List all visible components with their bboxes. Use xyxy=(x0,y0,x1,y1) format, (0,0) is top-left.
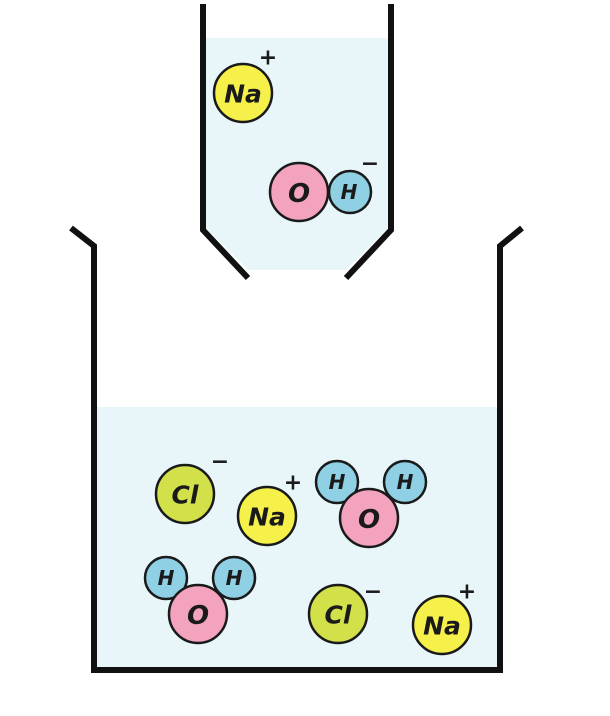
positive-charge: + xyxy=(458,580,476,605)
beaker: Cl − Na + H H O H H O xyxy=(69,225,524,673)
hydrogen-symbol-left: H xyxy=(158,566,175,590)
chlorine-atom xyxy=(154,463,216,525)
sodium-atom xyxy=(236,485,298,547)
beaker-wall xyxy=(69,225,524,673)
hydrogen-symbol-left: H xyxy=(329,470,346,494)
burette-hydroxide-ion: O H − xyxy=(268,152,379,223)
sodium-symbol: Na xyxy=(248,503,286,532)
chlorine-symbol: Cl xyxy=(172,481,199,510)
oxygen-symbol: O xyxy=(358,505,380,535)
beaker-sodium-ion-1: Na + xyxy=(236,471,302,547)
negative-charge: − xyxy=(364,580,382,605)
sodium-atom xyxy=(411,594,473,656)
hydrogen-atom-right xyxy=(211,555,257,601)
oxygen-symbol: O xyxy=(187,601,209,631)
sodium-atom xyxy=(212,62,274,124)
hydrogen-symbol: H xyxy=(341,180,358,204)
burette-wall-left xyxy=(200,4,251,281)
beaker-water-molecule-1: H H O xyxy=(314,459,428,549)
beaker-sodium-ion-2: Na + xyxy=(411,580,476,656)
sodium-symbol: Na xyxy=(224,80,262,109)
beaker-water-molecule-2: H H O xyxy=(143,555,257,645)
burette-wall-right xyxy=(343,4,394,281)
hydrogen-atom-right xyxy=(382,459,428,505)
hydrogen-atom-left xyxy=(143,555,189,601)
hydrogen-symbol-right: H xyxy=(397,470,414,494)
sodium-symbol: Na xyxy=(423,612,461,641)
oxygen-atom xyxy=(268,161,330,223)
beaker-chloride-ion-1: Cl − xyxy=(154,450,229,525)
positive-charge: + xyxy=(284,471,302,496)
positive-charge: + xyxy=(259,46,277,71)
oxygen-symbol: O xyxy=(288,179,310,209)
hydrogen-atom-left xyxy=(314,459,360,505)
chlorine-symbol: Cl xyxy=(325,601,352,630)
oxygen-atom xyxy=(167,583,229,645)
burette-sodium-ion: Na + xyxy=(212,46,277,124)
chlorine-atom xyxy=(307,583,369,645)
burette: Na + O H − xyxy=(200,4,394,281)
negative-charge: − xyxy=(361,152,379,177)
hydrogen-symbol-right: H xyxy=(226,566,243,590)
oxygen-atom xyxy=(338,487,400,549)
negative-charge: − xyxy=(211,450,229,475)
beaker-chloride-ion-2: Cl − xyxy=(307,580,382,645)
